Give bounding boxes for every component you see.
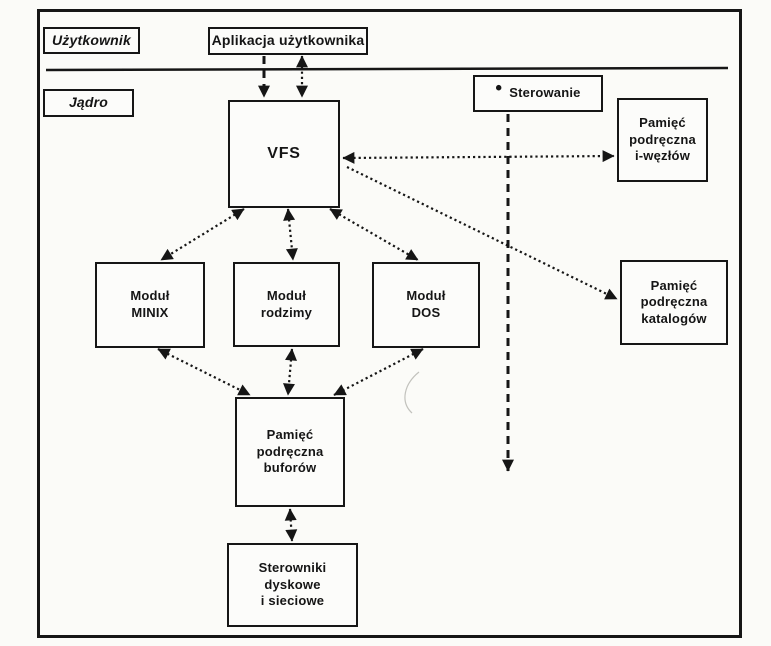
arrow-vfs-minix <box>160 208 245 261</box>
arrow-vfs-native <box>283 208 298 261</box>
node-user-application-label: Aplikacja użytkownika <box>211 32 365 49</box>
node-dos-module: Moduł DOS <box>372 262 480 348</box>
node-disk-network-drivers-label: Sterowniki dyskowe i sieciowe <box>258 560 327 609</box>
arrow-buffer-drivers <box>284 508 298 542</box>
node-native-module-label: Moduł rodzimy <box>260 287 313 320</box>
node-buffer-cache-label: Pamięć podręczna buforów <box>256 427 324 476</box>
arrow-native-buffer <box>283 348 297 396</box>
region-label-user: Użytkownik <box>43 27 140 54</box>
arrow-vfs-inode-cache <box>342 150 615 164</box>
node-native-module: Moduł rodzimy <box>233 262 340 347</box>
node-vfs: VFS <box>228 100 340 208</box>
arrow-dos-buffer <box>333 348 424 396</box>
node-dos-module-label: Moduł DOS <box>406 288 446 320</box>
arrow-vfs-dos <box>329 208 419 261</box>
node-buffer-cache: Pamięć podręczna buforów <box>235 397 345 507</box>
region-label-kernel-text: Jądro <box>68 94 109 111</box>
region-label-kernel: Jądro <box>43 89 134 117</box>
node-vfs-label: VFS <box>267 144 301 162</box>
legend-label: Sterowanie <box>509 85 581 101</box>
node-disk-network-drivers: Sterowniki dyskowe i sieciowe <box>227 543 358 627</box>
node-user-application: Aplikacja użytkownika <box>208 27 368 55</box>
arrow-minix-buffer <box>157 348 251 396</box>
arrow-vfs-dir-cache <box>346 166 618 300</box>
node-directory-cache-label: Pamięć podręczna katalogów <box>640 277 708 326</box>
diagram-outer-border <box>37 9 742 638</box>
scan-artifact <box>404 371 420 414</box>
node-inode-cache-label: Pamięć podręczna i-węzłów <box>629 115 696 164</box>
node-minix-module: Moduł MINIX <box>95 262 205 348</box>
legend-control: • Sterowanie <box>473 75 603 112</box>
node-minix-module-label: Moduł MINIX <box>130 288 170 320</box>
region-label-user-text: Użytkownik <box>51 31 131 48</box>
user-kernel-separator <box>45 66 729 72</box>
node-directory-cache: Pamięć podręczna katalogów <box>620 260 728 345</box>
node-inode-cache: Pamięć podręczna i-węzłów <box>617 98 708 182</box>
